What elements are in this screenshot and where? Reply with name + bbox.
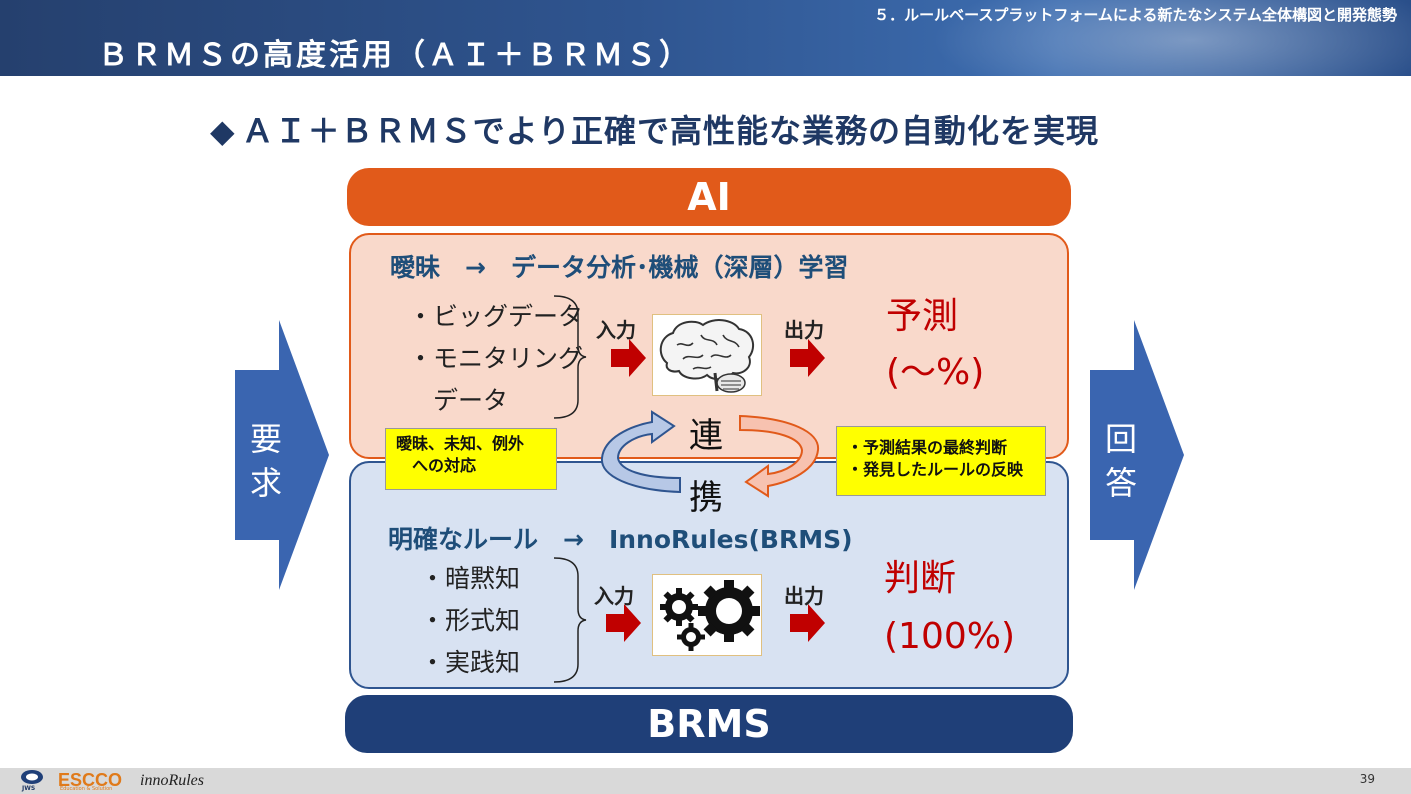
slide-title: ＢＲＭＳの高度活用（ＡＩ＋ＢＲＭＳ） <box>98 38 692 73</box>
ai-bar: AI <box>347 168 1071 226</box>
brms-input-item: ・形式知 <box>420 606 521 635</box>
left-note: 曖昧、未知、例外 への対応 <box>385 428 557 490</box>
escco-logo-subtitle: Education & Solution <box>60 786 113 792</box>
right-note-line: ・予測結果の最終判断 <box>847 438 1008 457</box>
ai-result-value: (～%) <box>886 352 985 393</box>
innorules-logo: innoRules <box>140 772 204 789</box>
brms-input-label: 入力 <box>594 584 634 608</box>
brms-input-item: ・暗黙知 <box>420 564 521 593</box>
gears-icon <box>652 574 762 656</box>
brms-result-value: (100%) <box>884 616 1016 657</box>
ai-input-brace <box>553 295 587 419</box>
link-char-1: 連 <box>689 416 723 456</box>
ai-output-label: 出力 <box>784 318 824 342</box>
headline-text: ＡＩ＋ＢＲＭＳでより正確で高性能な業務の自動化を実現 <box>241 112 1099 150</box>
ai-input-label: 入力 <box>596 318 636 342</box>
brms-result-label: 判断 <box>884 558 957 599</box>
brms-input-list: ・暗黙知 ・形式知 ・実践知 <box>420 558 520 684</box>
request-label-1: 要 <box>250 420 283 458</box>
link-cycle-arrows <box>600 410 820 498</box>
header-decoration <box>931 0 1411 76</box>
section-title: ５．ルールベースプラットフォームによる新たなシステム全体構図と開発態勢 <box>874 6 1397 24</box>
response-label-2: 答 <box>1105 464 1138 502</box>
slide-footer <box>0 768 1411 794</box>
brms-output-label: 出力 <box>784 584 824 608</box>
escco-logo: ESCCO <box>58 770 123 790</box>
ai-input-item: データ <box>408 386 509 415</box>
jws-logo-icon <box>21 770 43 784</box>
brms-heading: 明確なルール → InnoRules(BRMS) <box>388 525 853 554</box>
ai-input-list: ・ビッグデータ ・モニタリング データ <box>408 296 583 422</box>
right-note-line: ・発見したルールの反映 <box>847 460 1024 479</box>
link-char-2: 携 <box>689 478 723 518</box>
jws-logo-text: JWS <box>22 785 36 792</box>
brms-input-item: ・実践知 <box>420 648 521 677</box>
left-note-line: 曖昧、未知、例外 <box>396 434 525 453</box>
ai-input-item: ・ビッグデータ <box>408 302 584 331</box>
ai-heading: 曖昧 → データ分析･機械（深層）学習 <box>390 253 849 282</box>
brms-output-arrow-icon <box>790 604 825 642</box>
headline: ◆ＡＩ＋ＢＲＭＳでより正確で高性能な業務の自動化を実現 <box>210 106 1099 152</box>
request-arrow <box>235 320 329 590</box>
brms-input-arrow-icon <box>606 604 641 642</box>
ai-output-arrow-icon <box>790 339 825 377</box>
diamond-bullet-icon: ◆ <box>210 112 236 150</box>
request-label-2: 求 <box>250 464 283 502</box>
ai-result-label: 予測 <box>886 296 959 337</box>
left-note-line: への対応 <box>396 456 477 475</box>
ai-input-item: ・モニタリング <box>408 344 584 373</box>
page-number: 39 <box>1359 772 1375 786</box>
right-note: ・予測結果の最終判断 ・発見したルールの反映 <box>836 426 1046 496</box>
response-arrow <box>1090 320 1184 590</box>
response-label-1: 回 <box>1105 420 1138 458</box>
brms-bar: BRMS <box>345 695 1073 753</box>
brain-icon <box>652 314 762 396</box>
ai-input-arrow-icon <box>611 339 646 377</box>
slide-header <box>0 0 1411 76</box>
brms-input-brace <box>553 557 587 683</box>
